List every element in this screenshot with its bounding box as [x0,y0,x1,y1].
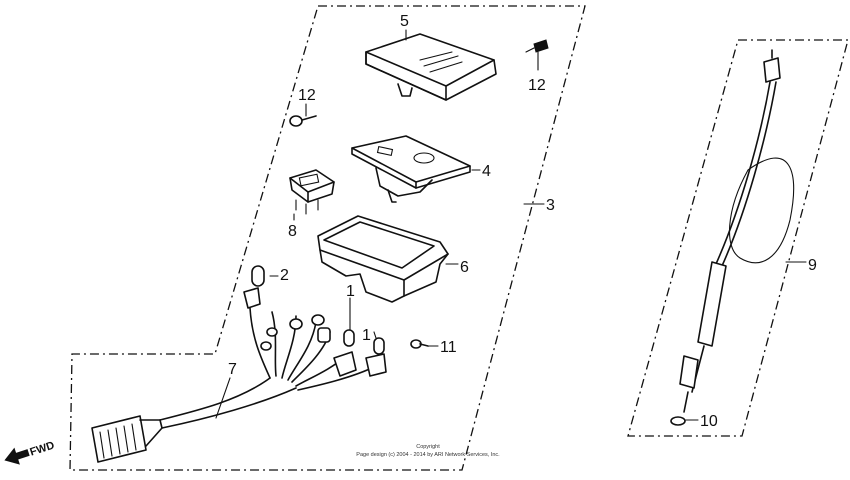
callout-10: 10 [700,413,718,430]
callout-2: 2 [280,267,289,284]
speedometer-cable-part[interactable] [679,49,795,413]
leader-lines [215,29,807,421]
callout-6: 6 [460,259,469,276]
callout-8: 8 [288,223,297,240]
screw-part-upper-right[interactable] [525,39,549,53]
socket-part[interactable] [289,169,335,215]
bulb-part[interactable] [251,265,265,287]
callout-1-lower: 1 [362,327,371,344]
callout-7: 7 [228,361,237,378]
callout-3: 3 [546,197,555,214]
meter-assembly-outline [69,5,586,471]
screw-part-left[interactable] [289,115,317,127]
fwd-arrow: FWD [4,439,56,465]
copyright-notice: Copyright Page design (c) 2004 - 2014 by… [356,444,500,458]
callout-12-left: 12 [298,87,316,104]
bulb-part-lower[interactable] [373,337,385,355]
callout-labels: 5 12 12 4 8 3 6 2 1 1 11 7 9 10 [228,13,817,430]
bulb-part-upper[interactable] [343,329,355,347]
callout-12-right: 12 [528,77,546,94]
screw-part-small[interactable] [410,339,429,349]
callout-11: 11 [440,339,457,356]
meter-case-plate-part[interactable] [351,135,471,203]
cable-assembly-outline [627,39,849,437]
svg-text:Copyright: Copyright [416,444,440,450]
svg-text:Page design (c) 2004 - 2014 by: Page design (c) 2004 - 2014 by ARI Netwo… [356,452,500,458]
clip-part[interactable] [670,416,686,426]
callout-4: 4 [482,163,491,180]
callout-5: 5 [400,13,409,30]
meter-case-part[interactable] [317,215,449,303]
wire-harness-part[interactable] [91,287,387,463]
fwd-label: FWD [28,439,56,458]
callout-9: 9 [808,257,817,274]
meter-cover-top-part[interactable] [365,33,497,101]
callout-1-upper: 1 [346,283,355,300]
